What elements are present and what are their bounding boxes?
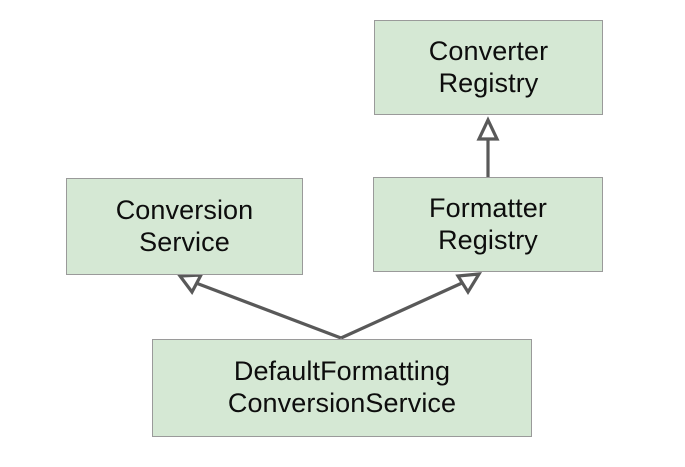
node-label: Formatter Registry	[429, 192, 547, 255]
node-label: Converter Registry	[428, 35, 549, 98]
node-label: DefaultFormatting ConversionService	[227, 356, 457, 418]
edge-formatter-registry-to-converter-registry	[476, 116, 500, 177]
hollow-triangle-arrowhead-icon	[476, 116, 500, 141]
edge-line	[195, 281, 342, 340]
node-converter-registry[interactable]: Converter Registry	[374, 20, 603, 115]
node-formatter-registry[interactable]: Formatter Registry	[373, 177, 603, 272]
node-conversion-service[interactable]: Conversion Service	[66, 178, 303, 275]
hollow-triangle-arrowhead-icon	[455, 272, 483, 296]
node-default-formatting-conversion-service[interactable]: DefaultFormatting ConversionService	[152, 339, 532, 437]
node-label: Conversion Service	[115, 194, 254, 257]
edge-default-formatting-conversion-service-to-conversion-service	[176, 273, 342, 340]
hollow-triangle-arrowhead-icon	[176, 273, 204, 295]
edge-default-formatting-conversion-service-to-formatter-registry	[340, 272, 483, 340]
edge-line	[340, 281, 463, 340]
